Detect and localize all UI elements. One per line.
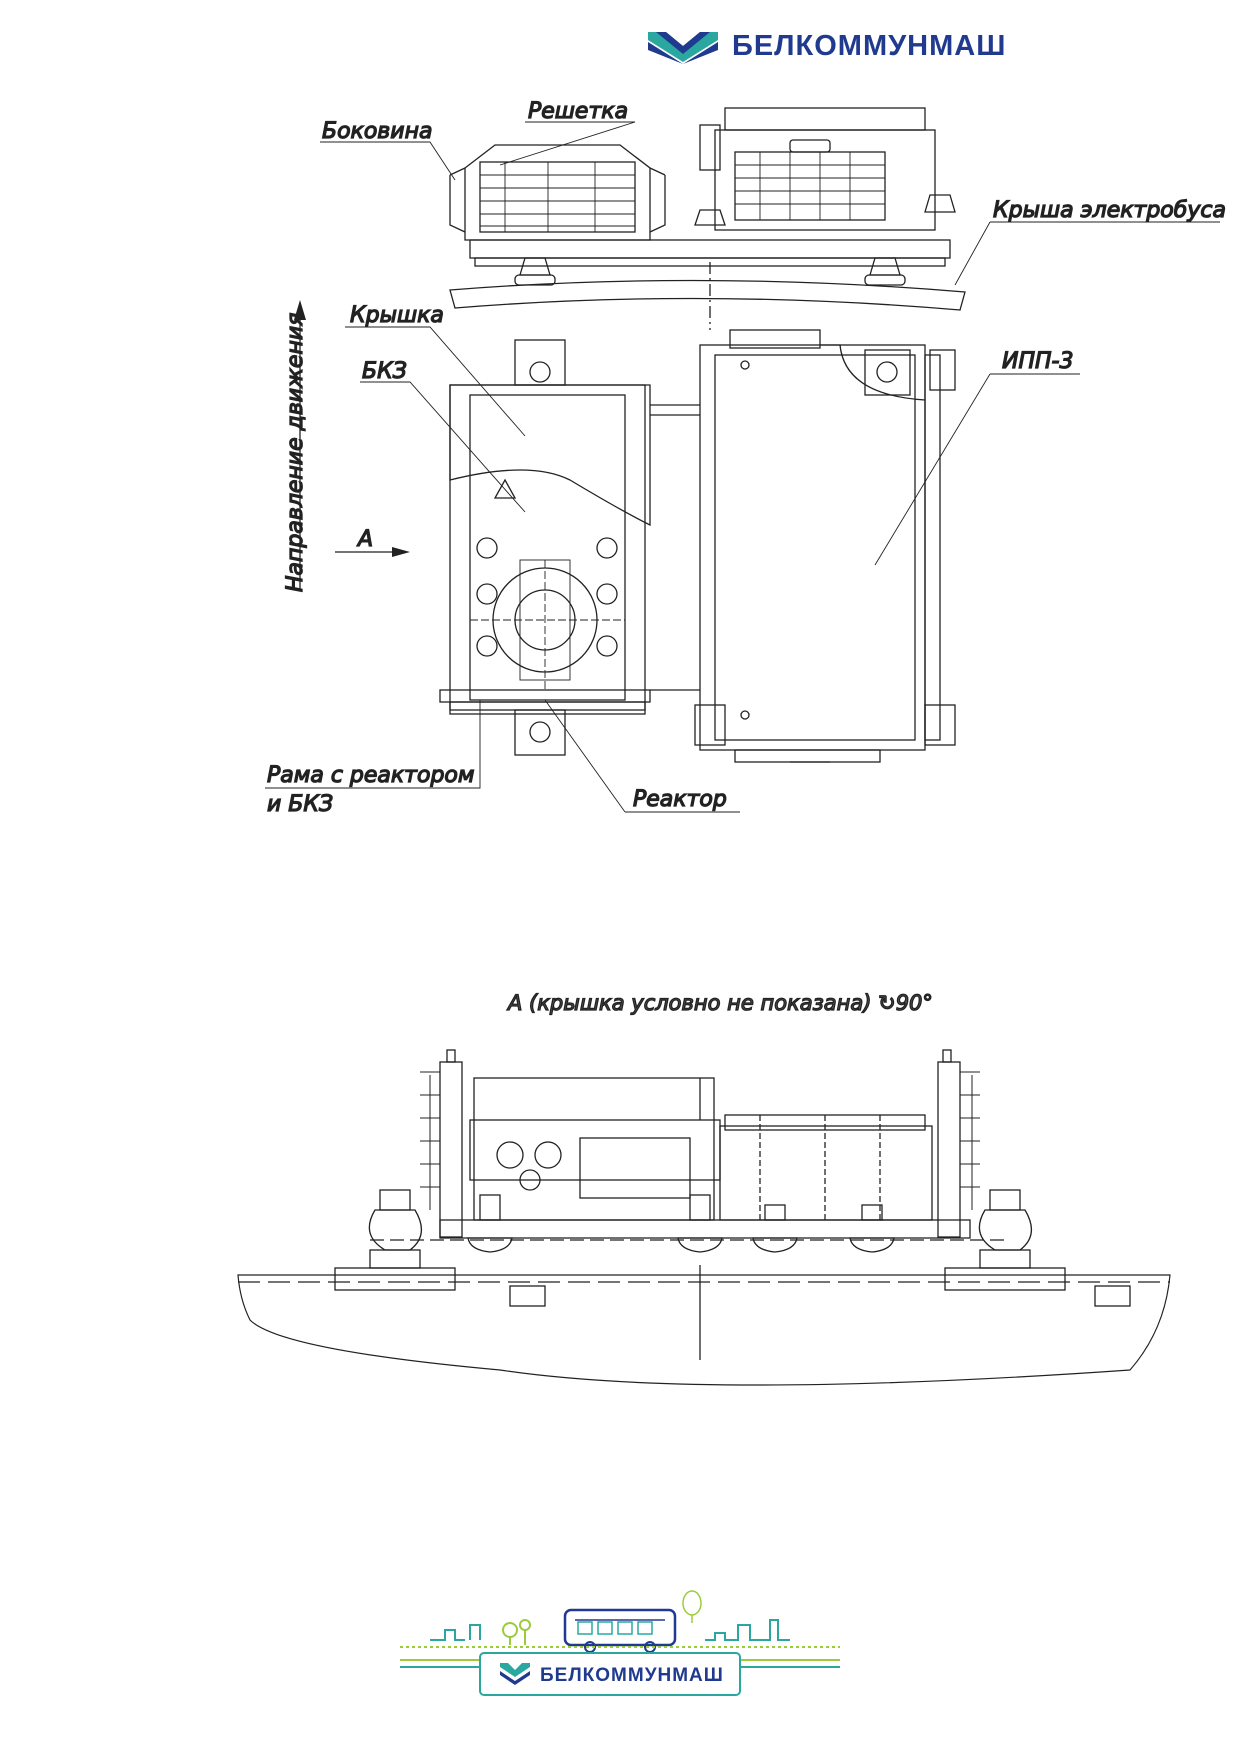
footer-chevron-icon <box>500 1663 530 1685</box>
plan-view <box>294 300 956 763</box>
bus-icon <box>563 1608 677 1653</box>
header-logo: БЕЛКОММУНМАШ <box>648 28 1006 64</box>
leader-lines-plan <box>265 326 1080 813</box>
label-reactor: Реактор <box>633 787 727 812</box>
label-grille: Решетка <box>528 99 628 124</box>
label-bus-roof: Крыша электробуса <box>993 198 1226 223</box>
label-frame-line2: и БКЗ <box>267 792 333 817</box>
label-side-panel: Боковина <box>322 119 432 144</box>
insulator-inner-2 <box>677 1194 723 1253</box>
label-direction: Направление движения <box>283 313 308 592</box>
insulator-right <box>978 1189 1032 1269</box>
label-ipp: ИПП-3 <box>1002 349 1073 374</box>
footer-brand-name: БЕЛКОММУНМАШ <box>540 1665 724 1686</box>
label-cover: Крышка <box>350 303 444 328</box>
view-a-caption: А (крышка условно не показана) ↻90° <box>506 991 933 1015</box>
footer-illustration: БЕЛКОММУНМАШ <box>400 1590 840 1696</box>
insulator-inner-1 <box>467 1194 513 1253</box>
side-view <box>449 107 966 330</box>
leader-lines-top <box>320 121 1220 286</box>
brand-chevron-icon <box>648 32 718 64</box>
header-brand-name: БЕЛКОММУНМАШ <box>732 29 1007 62</box>
insulator-left <box>368 1189 422 1269</box>
insulator-inner-3 <box>752 1204 798 1253</box>
view-a-drawing <box>237 1049 1171 1386</box>
label-frame-line1: Рама с реактором <box>267 763 474 788</box>
insulator-inner-4 <box>849 1204 895 1253</box>
label-bkz: БКЗ <box>362 359 407 384</box>
label-view-a: А <box>356 527 373 552</box>
